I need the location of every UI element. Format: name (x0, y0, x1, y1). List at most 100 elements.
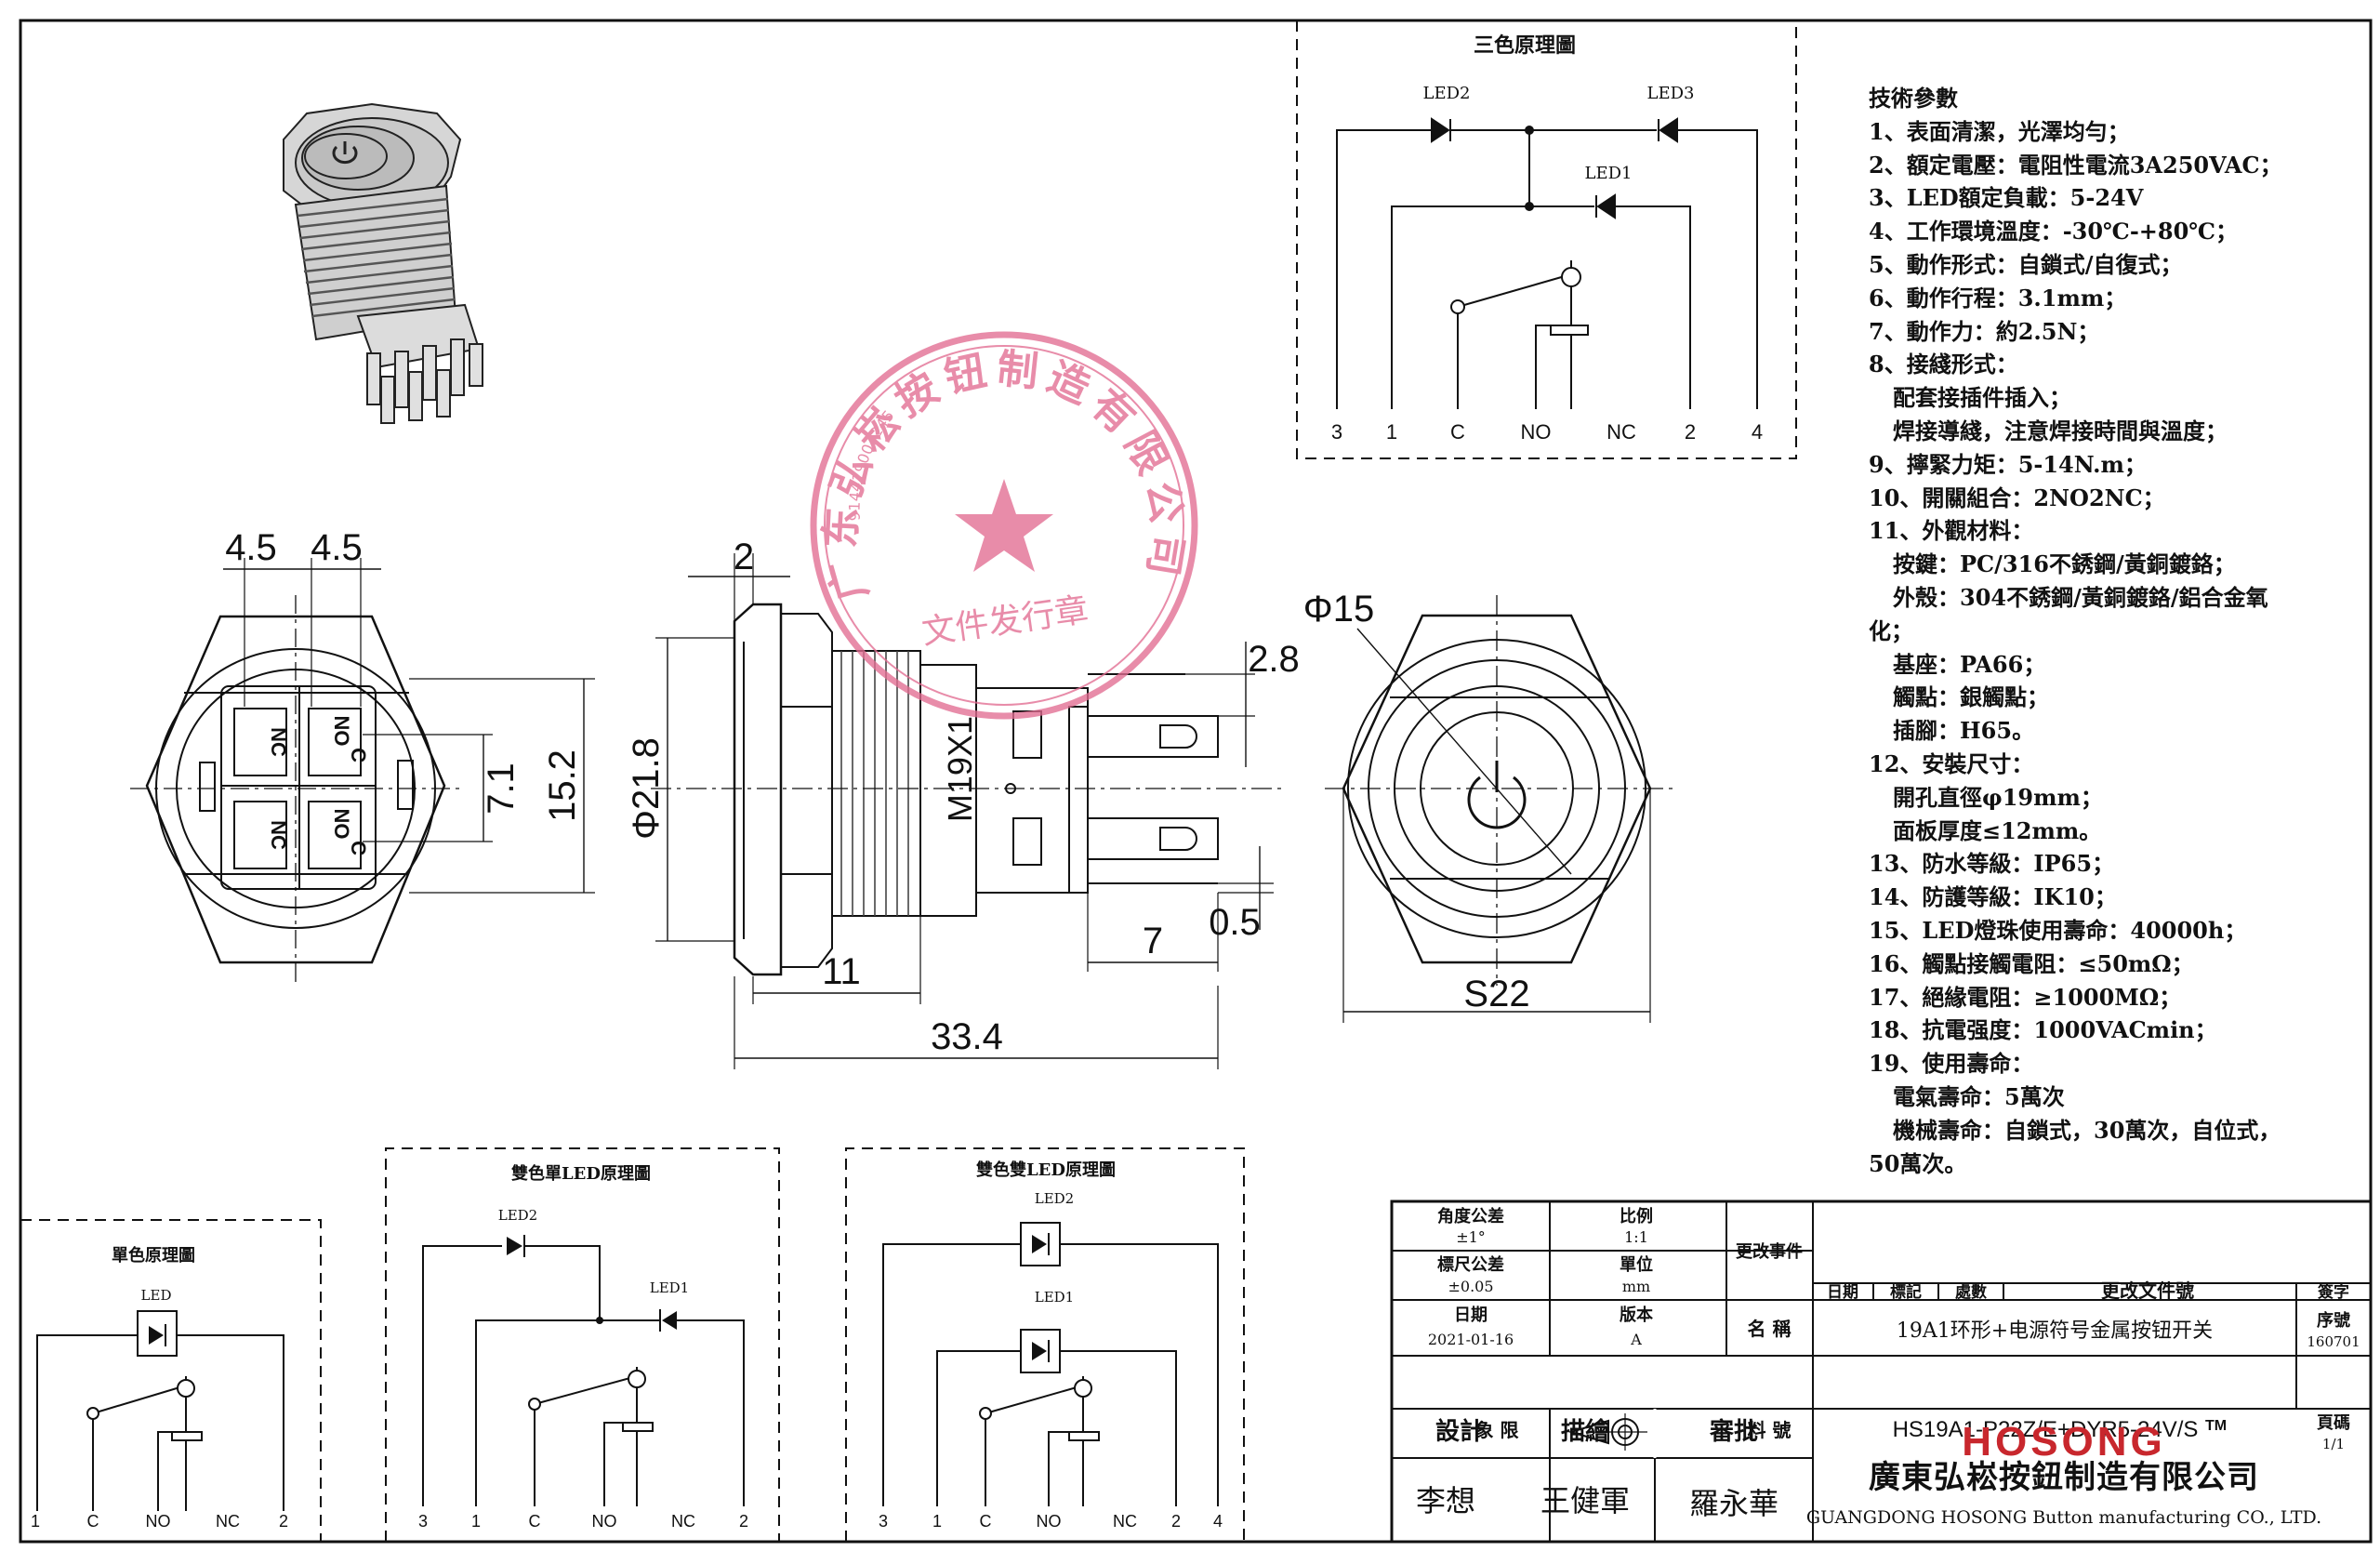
name-value: 19A1环形+电源符号金属按钮开关 (1897, 1319, 2213, 1343)
name-label: 名 稱 (1748, 1318, 1792, 1340)
part-label: 料 號 (1748, 1419, 1792, 1441)
company-name-cn: 廣東弘崧按鈕制造有限公司 (1869, 1459, 2259, 1496)
spec-line: 配套接插件插入； (1893, 384, 2071, 412)
led2-label: LED2 (1423, 84, 1471, 103)
pin-label: NO (592, 1512, 617, 1531)
spec-line: 7、動作力：約2.5N； (1869, 317, 2100, 345)
terminal-label: C (347, 748, 370, 762)
spec-line: 50萬次。 (1869, 1149, 1967, 1177)
dual-color-single-led-schematic: 雙色單LED原理圖 LED2 LED1 3 1 C NO NC 2 (385, 1147, 780, 1542)
pin-label: NC (1113, 1512, 1137, 1531)
spec-line: 12、安裝尺寸： (1869, 749, 2034, 777)
pin-label: 2 (1171, 1512, 1181, 1531)
bottom-view-drawing (130, 558, 595, 984)
tricolor-title: 三色原理圖 (1474, 33, 1576, 58)
dual-single-led1-label: LED1 (650, 1279, 689, 1296)
led3-label: LED3 (1647, 84, 1695, 103)
drawing-border (19, 19, 2373, 1544)
spec-line: 焊接導綫，注意焊接時間與溫度； (1893, 417, 2228, 444)
spec-line: 1、表面清潔，光澤均勻； (1869, 117, 2130, 145)
size-tol-label: 標尺公差 (1437, 1254, 1504, 1275)
terminal-label: NO (330, 716, 353, 747)
pin-label: NO (146, 1512, 171, 1531)
company-seal: 广东弘崧按钮制造有限公司 914419003245 文件发行章 (810, 331, 1198, 720)
part-value: HS19A1-P22Z/E+DYR5-24V/S (1893, 1417, 2199, 1442)
designer-name: 李想 (1416, 1483, 1475, 1518)
terminal-label: NC (267, 727, 290, 757)
rev-header: 日期 (1827, 1283, 1858, 1302)
single-led-label: LED (141, 1287, 172, 1304)
date-value: 2021-01-16 (1428, 1331, 1514, 1348)
pin-label: 3 (1331, 420, 1342, 444)
spec-line: 14、防護等級：IK10； (1869, 883, 2117, 911)
ratio-value: 1:1 (1624, 1228, 1648, 1246)
brand-trademark: TM (2205, 1418, 2227, 1434)
switch-3d-illustration (283, 102, 483, 424)
spec-line: 按鍵：PC/316不銹鋼/黃銅鍍鉻； (1893, 550, 2236, 578)
pin-label: NO (1521, 420, 1552, 444)
seq-label: 序號 (2317, 1310, 2350, 1331)
seq-value: 160701 (2307, 1333, 2360, 1350)
pin-label: 2 (279, 1512, 288, 1531)
size-tol-value: ±0.05 (1448, 1278, 1493, 1295)
pin-label: 1 (932, 1512, 942, 1531)
pin-label: NO (1037, 1512, 1062, 1531)
dim-15-2: 15.2 (542, 749, 583, 822)
spec-line: 15、LED燈珠使用壽命：40000h； (1869, 916, 2247, 944)
dim-pitch-a: 4.5 (225, 527, 277, 568)
dim-2-8: 2.8 (1248, 639, 1300, 680)
spec-line: 外殼：304不銹鋼/黃銅鍍鉻/鋁合金氧 (1893, 583, 2268, 611)
quadrant-label: 象 限 (1475, 1419, 1519, 1441)
spec-line: 18、抗電强度：1000VACmin； (1869, 1016, 2217, 1044)
pin-label: 4 (1213, 1512, 1223, 1531)
spec-line: 19、使用壽命： (1869, 1050, 2034, 1078)
dim-7-1: 7.1 (481, 762, 522, 815)
spec-line: 2、額定電壓：電阻性電流3A250VAC； (1869, 151, 2282, 179)
pin-label: 1 (471, 1512, 481, 1531)
pin-label: NC (216, 1512, 240, 1531)
drawer-name: 王健軍 (1540, 1483, 1630, 1518)
spec-line: 開孔直徑φ19mm； (1893, 783, 2103, 811)
spec-line: 11、外觀材料： (1869, 517, 2034, 545)
spec-line: 10、開關組合：2NO2NC； (1869, 484, 2165, 511)
front-view-dimensions: Φ15 S22 (1303, 589, 1530, 1014)
spec-line: 化； (1869, 616, 1913, 644)
dual-dual-led1-label: LED1 (1035, 1289, 1074, 1306)
dim-2: 2 (734, 537, 754, 577)
terminal-label: NC (267, 820, 290, 850)
spec-line: 4、工作環境溫度：-30℃-+80℃； (1869, 218, 2239, 245)
rev-header: 更改文件號 (2101, 1279, 2194, 1302)
specs-title: 技術參數 (1869, 85, 1958, 112)
specs-list: 1、表面清潔，光澤均勻；2、額定電壓：電阻性電流3A250VAC；3、LED額定… (1869, 115, 2352, 1181)
dim-s22: S22 (1463, 974, 1529, 1014)
pin-label: NC (671, 1512, 695, 1531)
single-title: 單色原理圖 (112, 1245, 195, 1266)
pin-label: C (980, 1512, 992, 1531)
design-label: 設計 (1435, 1417, 1484, 1446)
terminal-label: C (347, 841, 370, 855)
tricolor-schematic: 三色原理圖 LED2 LED3 LED1 3 1 C (1296, 20, 1797, 459)
version-value: A (1630, 1331, 1642, 1348)
pin-label: C (87, 1512, 99, 1531)
pin-label: 3 (418, 1512, 428, 1531)
thread-spec: M19X1 (941, 716, 979, 822)
dim-0-5: 0.5 (1209, 902, 1261, 943)
unit-value: mm (1622, 1278, 1650, 1295)
seal-center-text: 文件发行章 (919, 591, 1091, 653)
pin-label: 2 (1685, 420, 1696, 444)
rev-header: 標記 (1890, 1282, 1922, 1302)
spec-line: 16、觸點接觸電阻：≤50mΩ； (1869, 949, 2194, 977)
brand-logo: HOSONG TM (1962, 1418, 2227, 1465)
dual-single-title: 雙色單LED原理圖 (511, 1163, 651, 1184)
dim-33-4: 33.4 (931, 1016, 1003, 1057)
dual-color-dual-led-schematic: 雙色雙LED原理圖 LED2 LED1 3 1 C NO NC 2 (845, 1147, 1245, 1542)
dim-phi-21-8: Φ21.8 (626, 737, 667, 840)
page-label: 頁碼 (2317, 1413, 2350, 1433)
spec-line: 17、絕緣電阻：≥1000MΩ； (1869, 983, 2182, 1011)
pin-label: 1 (1386, 420, 1397, 444)
led1-label: LED1 (1585, 164, 1633, 183)
draw-label: 描繪 (1561, 1417, 1610, 1446)
title-block-text: 角度公差 ±1° 比例 1:1 標尺公差 ±0.05 單位 mm 更改事件 日期… (1416, 1206, 2360, 1528)
unit-label: 單位 (1620, 1254, 1653, 1275)
